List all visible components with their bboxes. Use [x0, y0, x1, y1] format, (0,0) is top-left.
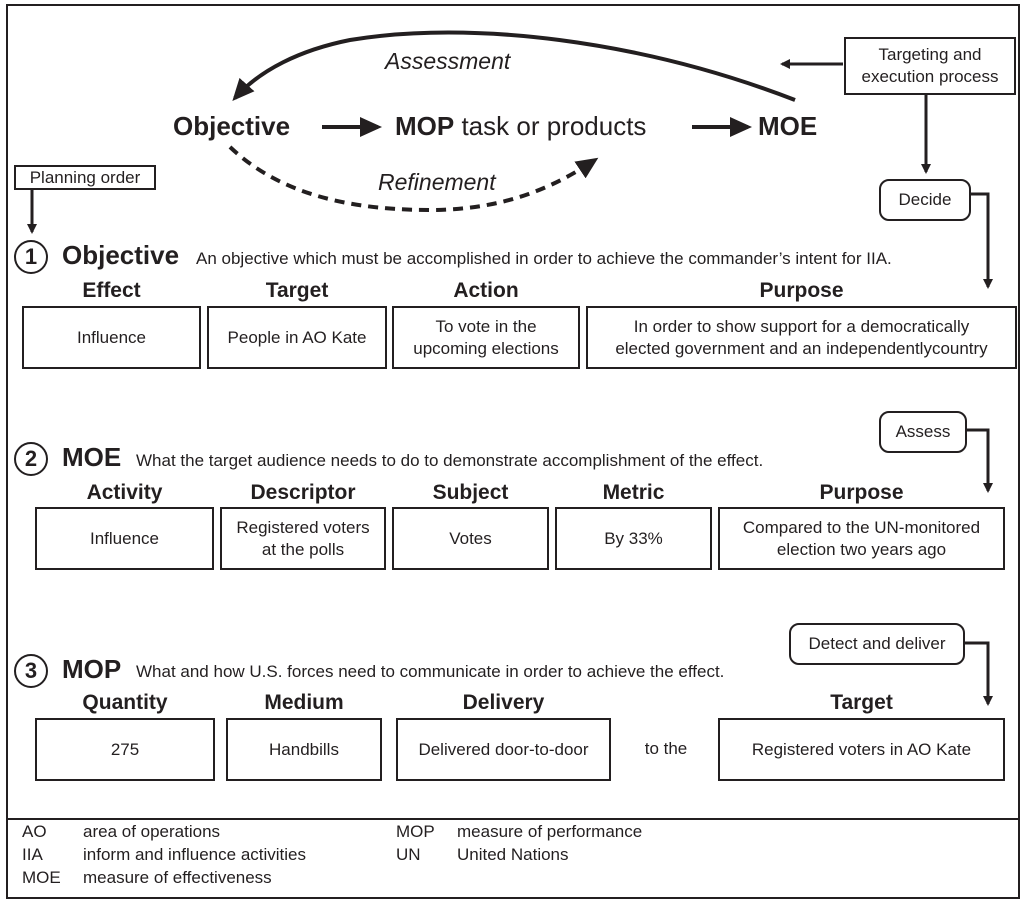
moe-header-purpose: Purpose	[819, 481, 904, 504]
mop-header-medium: Medium	[264, 691, 344, 714]
decide-label: Decide	[898, 190, 952, 209]
objective-cell-effect: Influence	[22, 306, 201, 369]
cell-text-line-2: election two years ago	[776, 539, 947, 559]
cell-text-line-1: Compared to the UN-monitored	[742, 517, 981, 537]
legend-meaning: measure of effectiveness	[83, 868, 272, 887]
detect-step: Detect and deliver	[789, 623, 965, 665]
objective-cell-purpose: In order to show support for a democrati…	[586, 306, 1017, 369]
mop-header-target: Target	[830, 691, 893, 714]
section-2-title: MOE	[62, 442, 122, 472]
section-1-description: An objective which must be accomplished …	[196, 249, 892, 268]
legend-abbr: UN	[396, 845, 421, 864]
assessment-arrow	[232, 30, 796, 102]
mop-cell-quantity: 275	[35, 718, 215, 781]
objective-cell-target: People in AO Kate	[207, 306, 387, 369]
cell-text-line-2: at the polls	[261, 539, 345, 559]
targeting-box: Targeting and execution process	[844, 37, 1016, 95]
section-1-title: Objective	[62, 240, 180, 270]
decide-arrow	[970, 192, 993, 289]
moe-cell-subject: Votes	[392, 507, 549, 570]
legend-meaning: United Nations	[457, 845, 569, 864]
targeting-line-1: Targeting and	[878, 45, 982, 64]
planning-order-box: Planning order	[14, 165, 156, 190]
targeting-line-2: execution process	[861, 67, 999, 86]
moe-header-activity: Activity	[86, 481, 163, 504]
assess-label: Assess	[895, 422, 951, 441]
mop-cell-medium: Handbills	[226, 718, 382, 781]
section-3-number: 3	[14, 654, 48, 688]
moe-header-metric: Metric	[602, 481, 665, 504]
section-2-description: What the target audience needs to do to …	[136, 451, 764, 470]
legend-abbr: AO	[22, 822, 47, 841]
cell-text: Influence	[90, 528, 159, 548]
section-1-number: 1	[14, 240, 48, 274]
moe-header-subject: Subject	[432, 481, 509, 504]
refinement-arrow	[228, 145, 599, 213]
assessment-label: Assessment	[385, 48, 511, 74]
cell-text: By 33%	[604, 528, 663, 548]
legend-meaning: inform and influence activities	[83, 845, 307, 864]
mop-header-quantity: Quantity	[82, 691, 168, 714]
cell-text-line-2: upcoming elections	[413, 338, 559, 358]
objective-header-effect: Effect	[82, 279, 141, 302]
moe-header-descriptor: Descriptor	[250, 481, 356, 504]
flow-moe: MOE	[758, 111, 818, 141]
cell-text: 275	[110, 739, 140, 759]
decide-step: Decide	[879, 179, 971, 221]
objective-header-purpose: Purpose	[759, 279, 844, 302]
assess-step: Assess	[879, 411, 967, 453]
cell-text-line-1: Registered voters	[236, 517, 370, 537]
flow-mop: MOP task or products	[395, 111, 647, 141]
legend-divider	[6, 818, 1020, 820]
cell-text: Delivered door-to-door	[418, 739, 589, 759]
section-2-number: 2	[14, 442, 48, 476]
cell-text-line-2: elected government and an independentlyc…	[615, 338, 988, 358]
objective-header-target: Target	[265, 279, 329, 302]
legend-meaning: measure of performance	[457, 822, 643, 841]
flow-objective: Objective	[173, 111, 291, 141]
moe-cell-purpose: Compared to the UN-monitored election tw…	[718, 507, 1005, 570]
mop-cell-delivery: Delivered door-to-door	[396, 718, 611, 781]
cell-text: Influence	[77, 327, 146, 347]
objective-cell-action: To vote in the upcoming elections	[392, 306, 580, 369]
mop-header-delivery: Delivery	[462, 691, 545, 714]
section-3-title: MOP	[62, 654, 122, 684]
detect-arrow	[963, 641, 993, 706]
cell-text: Handbills	[269, 739, 339, 759]
legend-meaning: area of operations	[83, 822, 221, 841]
cell-text: Votes	[449, 528, 492, 548]
refinement-label: Refinement	[378, 169, 496, 195]
cell-text-line-1: To vote in the	[435, 316, 537, 336]
cell-text: Registered voters in AO Kate	[751, 739, 972, 759]
legend-abbr: MOE	[22, 868, 61, 887]
legend-abbr: MOP	[396, 822, 435, 841]
mop-connector-text: to the	[644, 739, 688, 758]
objective-header-action: Action	[453, 279, 519, 302]
moe-cell-activity: Influence	[35, 507, 214, 570]
section-3-description: What and how U.S. forces need to communi…	[136, 662, 725, 681]
planning-order-label: Planning order	[29, 167, 141, 187]
cell-text: People in AO Kate	[227, 327, 367, 347]
moe-cell-metric: By 33%	[555, 507, 712, 570]
detect-label: Detect and deliver	[808, 634, 946, 653]
moe-cell-descriptor: Registered voters at the polls	[220, 507, 386, 570]
legend-abbr: IIA	[22, 845, 43, 864]
assess-arrow	[965, 428, 993, 493]
cell-text-line-1: In order to show support for a democrati…	[633, 316, 970, 336]
mop-cell-target: Registered voters in AO Kate	[718, 718, 1005, 781]
